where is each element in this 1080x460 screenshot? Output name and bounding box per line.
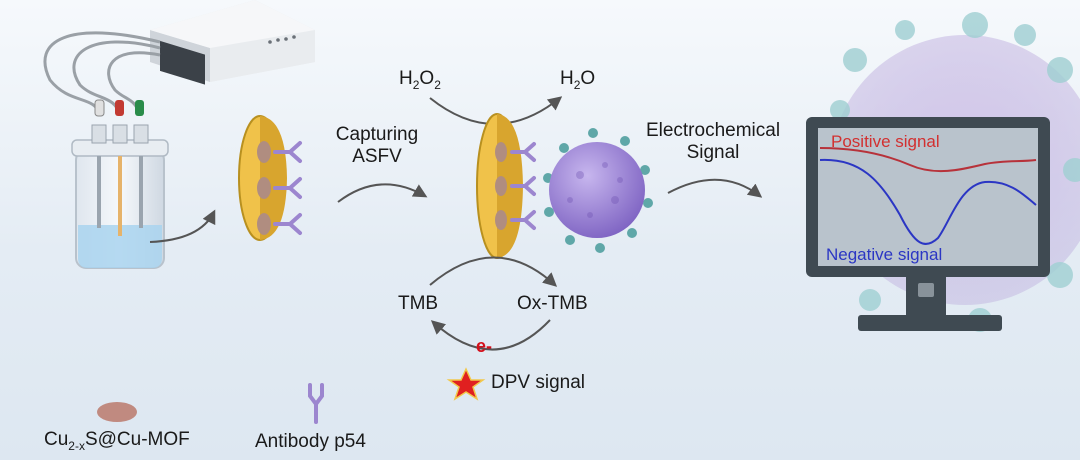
ox-tmb-label: Ox-TMB — [517, 293, 588, 314]
virus-icon — [543, 128, 653, 253]
cu-mof-legend-label: Cu2-xS@Cu-MOF — [44, 429, 190, 453]
wire-clips — [94, 99, 144, 117]
arrow-cell-to-electrode — [149, 209, 216, 243]
dpv-signal-label: DPV signal — [491, 372, 585, 393]
cu-mof-legend-icon — [97, 402, 137, 422]
monitor-icon — [806, 117, 1050, 331]
star-icon — [446, 367, 486, 401]
electrode-with-virus-icon — [476, 113, 536, 259]
tmb-label: TMB — [398, 293, 439, 314]
electrochemical-cell-icon — [71, 124, 169, 269]
arrow-electrochemical-signal — [667, 178, 763, 198]
arrow-capturing — [337, 183, 428, 203]
arrow-oxtmb-to-tmb — [430, 319, 551, 351]
antibody-group-1 — [273, 141, 302, 235]
h2o2-label: H2O2 — [399, 68, 441, 92]
electrode-icon — [238, 115, 287, 241]
e-minus-label: e- — [476, 336, 493, 356]
negative-signal-curve — [819, 158, 1037, 245]
antibody-legend-label: Antibody p54 — [255, 431, 366, 452]
potentiostat-icon — [150, 0, 315, 85]
arrow-tmb-to-oxtmb — [429, 256, 558, 287]
h2o-label: H2O — [560, 68, 596, 92]
antibody-legend-icon — [308, 383, 324, 424]
positive-signal-label: Positive signal — [831, 132, 940, 151]
negative-signal-label: Negative signal — [826, 245, 943, 264]
positive-signal-curve — [819, 147, 1037, 173]
wires — [43, 31, 161, 116]
